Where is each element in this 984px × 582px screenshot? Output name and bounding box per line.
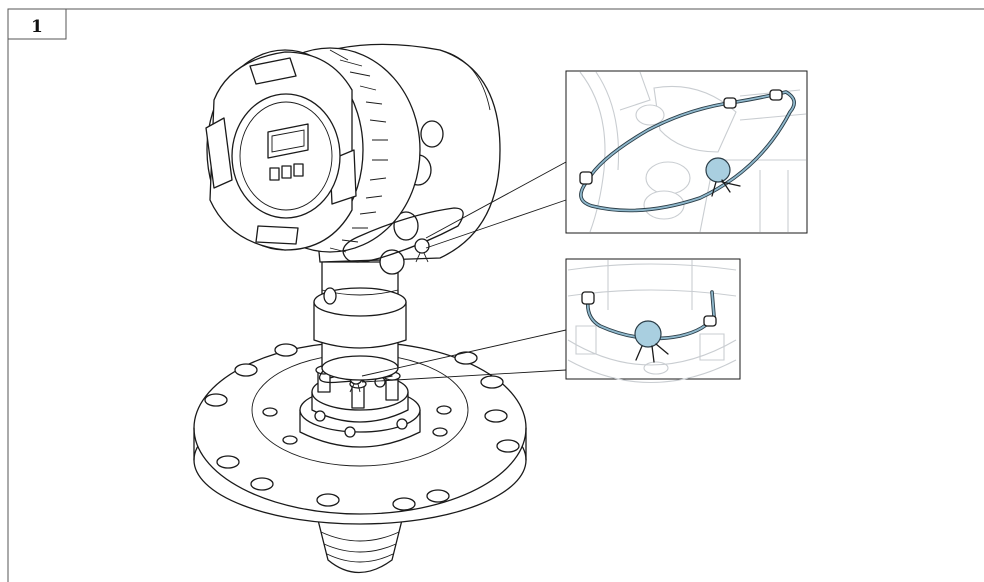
seal-icon	[579, 89, 796, 213]
figure-frame: 1	[7, 8, 984, 582]
housing-seal-wire	[342, 207, 464, 263]
leader-line	[361, 369, 567, 383]
seal-icon	[581, 290, 717, 363]
antenna-horn	[317, 519, 403, 573]
leader-line	[425, 161, 567, 239]
device-neck	[313, 261, 407, 381]
detail-background	[567, 260, 737, 384]
front-cover	[205, 47, 421, 253]
leader-line	[425, 199, 567, 249]
radar-device	[193, 43, 527, 573]
leader-line	[361, 329, 567, 377]
detail-flange-seal	[361, 258, 741, 384]
process-adapter	[299, 365, 421, 448]
display-icon	[267, 123, 309, 181]
figure-number: 1	[31, 17, 43, 37]
detail-background	[579, 71, 807, 233]
detail-housing-seal	[425, 70, 808, 249]
